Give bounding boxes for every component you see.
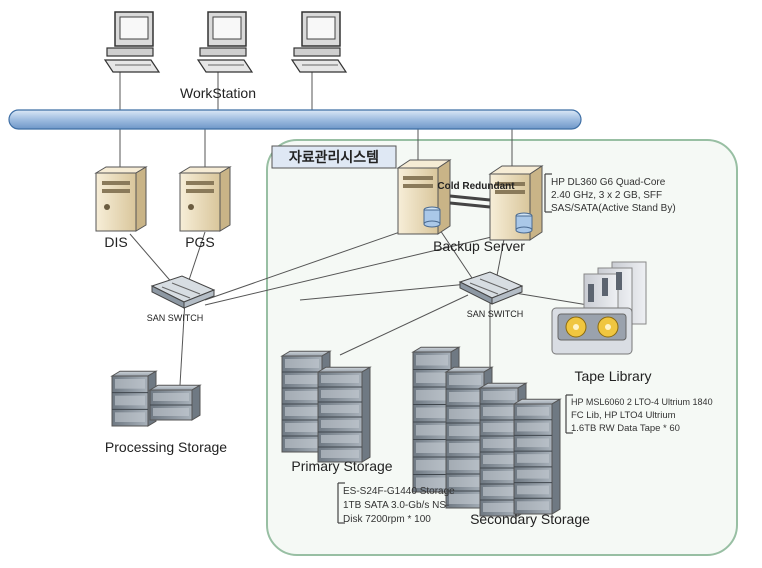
- connection-lines: [119, 72, 589, 386]
- tape-library-label: Tape Library: [574, 368, 651, 384]
- primary-spec-line: ES-S24F-G1440 Storage: [343, 486, 455, 497]
- primary-storage-racks: [280, 350, 372, 463]
- tape-spec-line: FC Lib, HP LTO4 Ultrium: [571, 410, 676, 421]
- left-san-switch-label: SAN SWITCH: [147, 313, 204, 323]
- storage-rack-icon: [512, 398, 562, 515]
- secondary-storage-racks: [411, 346, 562, 517]
- primary-spec-line: Disk 7200rpm * 100: [343, 514, 431, 525]
- backup-server-label: Backup Server: [433, 238, 525, 254]
- backup-server-icon: [396, 159, 452, 235]
- right-san-switch-label: SAN SWITCH: [467, 309, 524, 319]
- workstation-label: WorkStation: [180, 85, 256, 101]
- cold-redundant-label: Cold Redundant: [437, 181, 515, 192]
- redundant-link: [449, 201, 491, 209]
- workstation-icon: [290, 11, 348, 73]
- pgs-server-icon: [178, 166, 232, 232]
- backup-spec-line: HP DL360 G6 Quad-Core: [551, 177, 666, 188]
- secondary-storage-label: Secondary Storage: [470, 511, 590, 527]
- tape-spec-note: HP MSL6060 2 LTO-4 Ultrium 1840 FC Lib, …: [565, 394, 713, 434]
- processing-storage-label: Processing Storage: [105, 439, 227, 455]
- left-san-switch-icon: [150, 275, 216, 309]
- tape-spec-line: HP MSL6060 2 LTO-4 Ultrium 1840: [571, 397, 713, 407]
- backup-spec-line: 2.40 GHz, 3 x 2 GB, SFF: [551, 190, 662, 201]
- system-title-box: [271, 145, 397, 169]
- primary-spec-line: 1TB SATA 3.0-Gb/s NS-: [343, 500, 449, 511]
- system-title: 자료관리시스템: [289, 149, 379, 165]
- dis-label: DIS: [104, 234, 127, 250]
- workstation-icon: [103, 11, 161, 73]
- storage-rack-icon: [110, 370, 158, 427]
- backup-spec-line: SAS/SATA(Active Stand By): [551, 203, 676, 214]
- primary-spec-note: ES-S24F-G1440 Storage 1TB SATA 3.0-Gb/s …: [337, 482, 455, 525]
- storage-rack-icon: [148, 384, 202, 421]
- backup-server-icon: [488, 165, 544, 241]
- right-san-switch-icon: [458, 271, 524, 305]
- processing-storage-racks: [110, 370, 202, 427]
- storage-rack-icon: [444, 366, 494, 509]
- tape-spec-line: 1.6TB RW Data Tape * 60: [571, 423, 680, 434]
- backup-spec-note: HP DL360 G6 Quad-Core 2.40 GHz, 3 x 2 GB…: [544, 173, 676, 214]
- primary-storage-label: Primary Storage: [291, 458, 392, 474]
- dis-server-icon: [94, 166, 148, 232]
- workstation-icon: [196, 11, 254, 73]
- storage-rack-icon: [316, 366, 372, 463]
- pgs-label: PGS: [185, 234, 215, 250]
- network-bus: [8, 109, 582, 130]
- redundant-link: [449, 194, 491, 202]
- system-boundary: [266, 139, 738, 556]
- tape-library-icon: [551, 261, 647, 355]
